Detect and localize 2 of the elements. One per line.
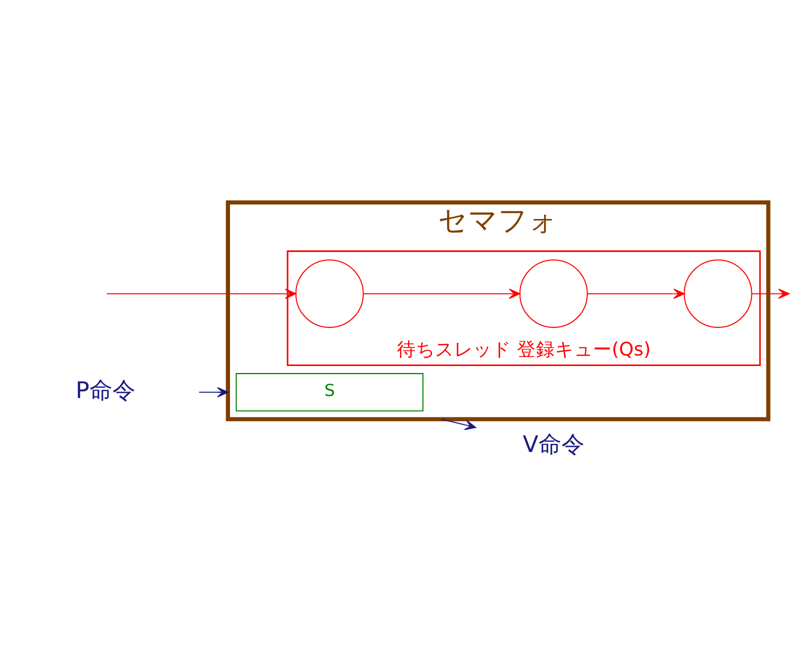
node-text: P命令 <box>76 378 136 404</box>
node-text: V命令 <box>522 431 584 458</box>
